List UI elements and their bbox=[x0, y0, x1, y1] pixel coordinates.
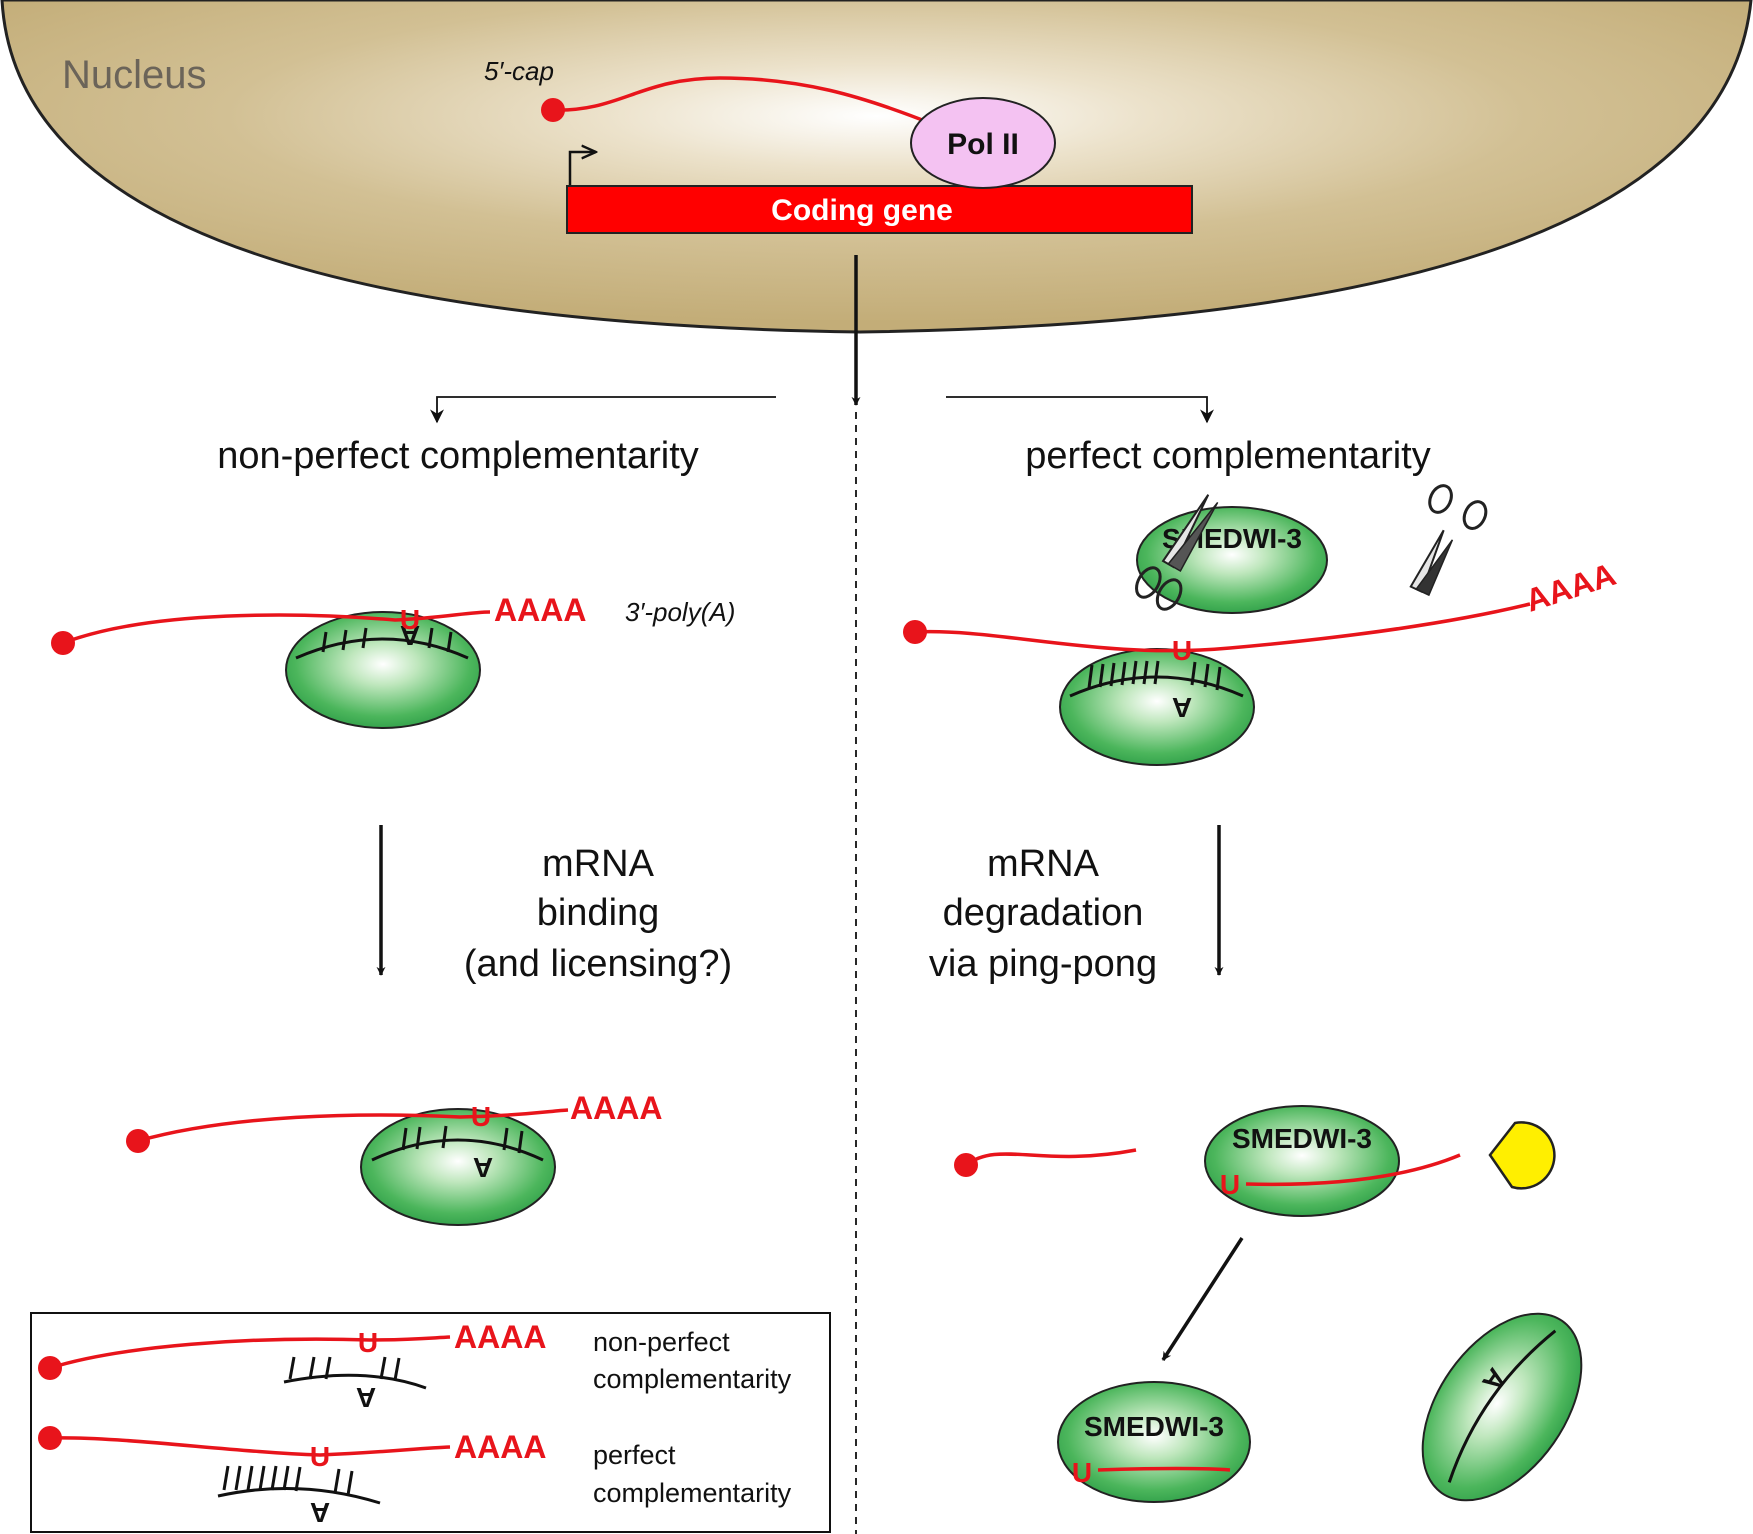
u-base: U bbox=[310, 1441, 330, 1472]
coding-gene-box bbox=[566, 185, 1193, 234]
smedwi3-label: SMEDWI-3 bbox=[1084, 1411, 1224, 1442]
5-cap-dot bbox=[126, 1129, 150, 1153]
free-piwi-complex: A bbox=[1421, 1312, 1583, 1502]
right-branch-arrow bbox=[946, 396, 1214, 424]
pol-ii-label: Pol II bbox=[947, 128, 1019, 161]
left-branch-heading: non-perfect complementarity bbox=[217, 435, 699, 477]
a-base: A bbox=[1172, 692, 1192, 723]
legend-nonperfect-line1: non-perfect bbox=[593, 1327, 730, 1357]
transcription-start-arrow-icon bbox=[568, 152, 596, 190]
u-base: U bbox=[471, 1101, 491, 1132]
polyA-tail: AAAA bbox=[454, 1429, 546, 1465]
left-piwi-complex-result: A bbox=[360, 1108, 556, 1226]
polyA-note: 3′-poly(A) bbox=[625, 597, 735, 627]
nucleus-label: Nucleus bbox=[62, 53, 207, 97]
u-base: U bbox=[400, 604, 420, 635]
a-base: A bbox=[473, 1152, 493, 1183]
polyA-tail: AAAA bbox=[454, 1319, 546, 1355]
a-base: A bbox=[310, 1497, 330, 1528]
u-base: U bbox=[1072, 1457, 1092, 1488]
smedwi3-label: SMEDWI-3 bbox=[1232, 1123, 1372, 1154]
exonuclease-pacman-icon bbox=[1488, 1121, 1556, 1190]
left-step-line2: binding bbox=[537, 892, 660, 934]
a-base: A bbox=[400, 620, 420, 651]
right-step-line1: mRNA bbox=[987, 843, 1100, 885]
scissors-icon bbox=[1409, 484, 1488, 597]
left-piwi-complex: A bbox=[285, 611, 481, 729]
u-base: U bbox=[1220, 1169, 1240, 1200]
right-piwi-complex-cleaved: SMEDWI-3 bbox=[1204, 1105, 1400, 1217]
right-step-line2: degradation bbox=[943, 892, 1144, 934]
coding-gene-label: Coding gene bbox=[771, 194, 953, 227]
right-branch-heading: perfect complementarity bbox=[1025, 435, 1431, 477]
u-base: U bbox=[358, 1327, 378, 1358]
legend-perfect-line2: complementarity bbox=[593, 1478, 792, 1508]
legend: U AAAA A non-perfect complementarity U A… bbox=[30, 1312, 831, 1533]
nucleus: Nucleus 5′-cap Coding gene Pol II bbox=[0, 0, 1753, 334]
5-cap-dot bbox=[51, 631, 75, 655]
left-branch-arrow bbox=[430, 396, 776, 424]
legend-perfect-line1: perfect bbox=[593, 1440, 676, 1470]
5-cap-dot bbox=[903, 620, 927, 644]
right-piwi-complex-bottom: A bbox=[1059, 648, 1255, 766]
polyA-tail: AAAA bbox=[570, 1090, 662, 1126]
5-cap-dot bbox=[954, 1153, 978, 1177]
legend-nonperfect-line2: complementarity bbox=[593, 1364, 792, 1394]
scissors-icon bbox=[1135, 494, 1219, 611]
polyA-tail: AAAA bbox=[494, 592, 586, 628]
5-cap-dot bbox=[541, 98, 565, 122]
pol-ii-ellipse bbox=[910, 97, 1056, 189]
cap-label: 5′-cap bbox=[484, 56, 554, 86]
right-step-line3: via ping-pong bbox=[929, 943, 1157, 985]
left-step-line1: mRNA bbox=[542, 843, 655, 885]
a-base: A bbox=[356, 1382, 376, 1413]
smedwi3-with-product: SMEDWI-3 bbox=[1057, 1381, 1251, 1503]
u-base: U bbox=[1172, 635, 1192, 666]
polyA-tail: AAAA bbox=[1521, 556, 1620, 619]
release-arrow bbox=[1161, 1237, 1244, 1361]
left-step-line3: (and licensing?) bbox=[464, 943, 732, 985]
